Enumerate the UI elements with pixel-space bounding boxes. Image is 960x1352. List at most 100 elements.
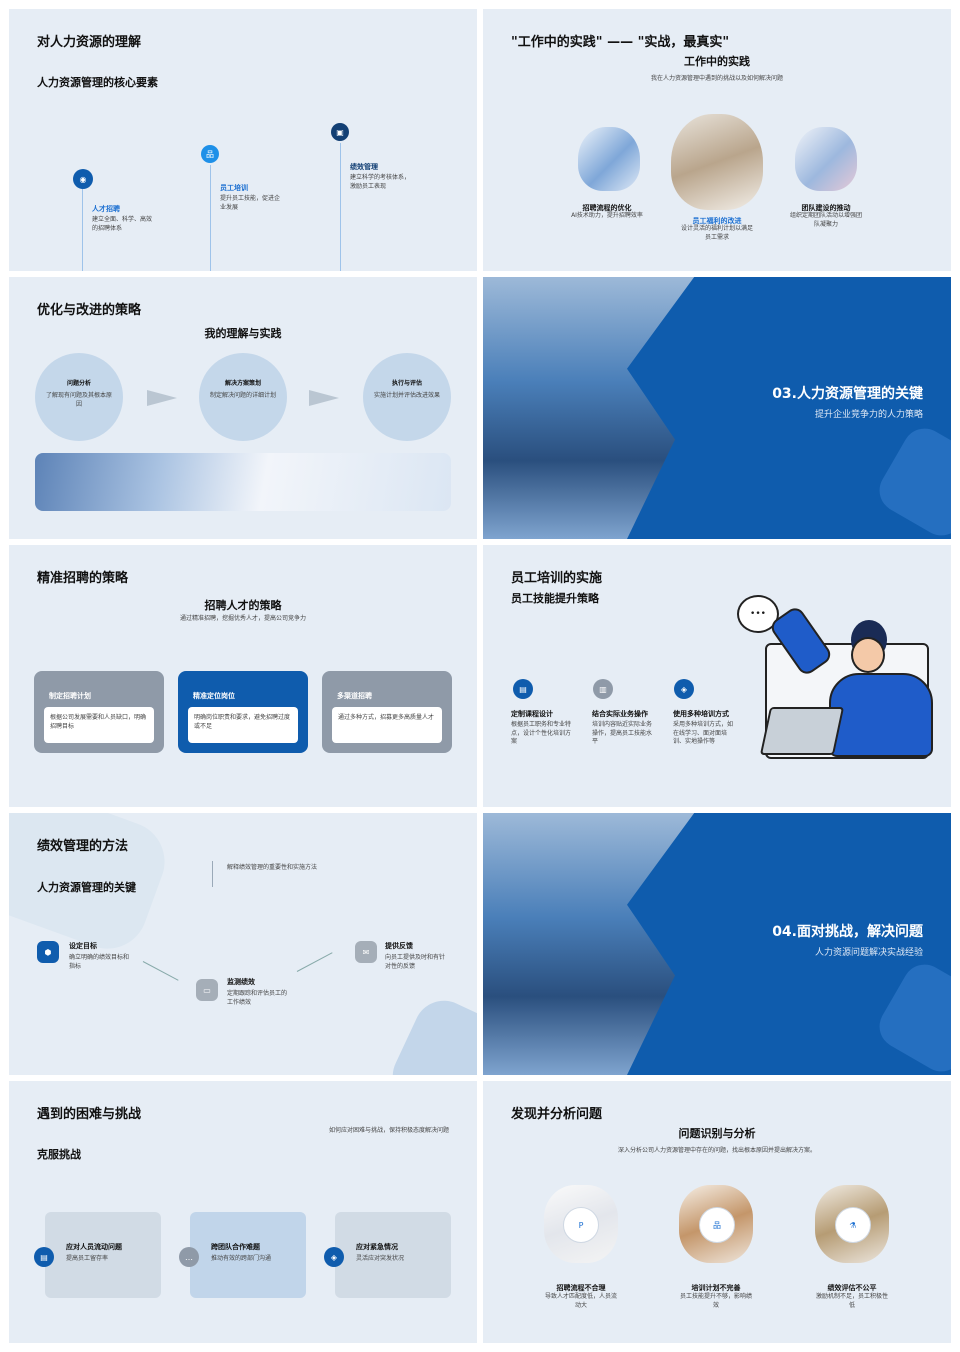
- slide-challenges[interactable]: 遇到的困难与挑战 如何应对困难与挑战，保持积极态度解决问题 克服挑战 ▤ 应对人…: [9, 1081, 477, 1343]
- person-face: [851, 637, 885, 673]
- step-desc: 制定解决问题的详细计划: [209, 392, 276, 399]
- slide-desc: 我在人力资源管理中遇到的挑战以及如何解决问题: [650, 75, 783, 82]
- card-desc: 根据公司发展需要和人员缺口，明确招聘目标: [50, 714, 147, 730]
- step-desc: 了解现有问题及其根本原因: [45, 392, 112, 408]
- slide-title: 发现并分析问题: [511, 1107, 603, 1122]
- slide-subtitle: 招聘人才的策略: [204, 599, 282, 612]
- layers-icon: ◈: [324, 1247, 344, 1267]
- step-label: 问题分析: [66, 380, 91, 387]
- divider: [212, 861, 213, 887]
- feedback-icon: ✉: [355, 941, 377, 963]
- item-desc: 采用多种培训方式，如在线学习、面对面培训、实地操作等: [673, 721, 734, 746]
- slide-recruit-strategy[interactable]: 精准招聘的策略 招聘人才的策略 通过精准招聘，挖掘优秀人才，提高公司竞争力 制定…: [9, 545, 477, 807]
- step-desc: 定期跟踪和评估员工的工作绩效: [227, 990, 288, 1006]
- slide-subtitle: 克服挑战: [37, 1148, 81, 1161]
- slide-subtitle: 员工技能提升策略: [511, 592, 599, 605]
- laptop-icon: [759, 707, 845, 755]
- image-icon: ▣: [331, 123, 349, 141]
- item-label: 使用多种培训方式: [673, 710, 729, 718]
- strategy-card[interactable]: 多渠道招聘 通过多种方式，招募更多高质量人才: [322, 671, 452, 753]
- slide-desc: 如何应对困难与挑战，保持积极态度解决问题: [328, 1127, 449, 1134]
- arrow-right-icon: [309, 390, 339, 406]
- card-desc: 明确岗位职责和要求，避免招聘过度或不足: [194, 714, 291, 730]
- slide-work-practice[interactable]: "工作中的实践" —— "实战，最真实" 工作中的实践 我在人力资源管理中遇到的…: [483, 9, 951, 271]
- layers-icon: ◈: [674, 679, 694, 699]
- card-title: 多渠道招聘: [337, 692, 372, 700]
- step-desc: 确立明确的绩效目标和指标: [69, 954, 130, 970]
- step-circle: [199, 353, 287, 441]
- challenge-card[interactable]: [335, 1212, 451, 1298]
- slide-desc: 通过精准招聘，挖掘优秀人才，提高公司竞争力: [179, 615, 306, 622]
- item-label: 培训计划不完善: [691, 1284, 741, 1292]
- chat-icon: …: [179, 1247, 199, 1267]
- step-circle: [363, 353, 451, 441]
- person-body: [829, 673, 933, 757]
- arrow-right-icon: [147, 390, 177, 406]
- item-desc: 培训内容贴近实际业务操作，提高员工技能水平: [592, 721, 653, 746]
- item-label: 招聘流程的优化: [582, 204, 632, 212]
- card-body: 根据公司发展需要和人员缺口，明确招聘目标: [44, 707, 154, 743]
- item-label: 员工培训: [220, 184, 248, 192]
- item-desc: 激励机制不足，员工积极性低: [815, 1293, 888, 1309]
- slide-optimization-strategy[interactable]: 优化与改进的策略 我的理解与实践 问题分析 了解现有问题及其根本原因 解决方案策…: [9, 277, 477, 539]
- slide-hr-understanding[interactable]: 对人力资源的理解 人力资源管理的核心要素 ◉ 人才招聘 建立全面、科学、高效的招…: [9, 9, 477, 271]
- decor-shape: [871, 956, 951, 1075]
- item-label: 招聘流程不合理: [556, 1284, 606, 1292]
- slide-desc: 解释绩效管理的重要性和实施方法: [227, 864, 318, 871]
- slide-title: 遇到的困难与挑战: [37, 1107, 142, 1122]
- step-label: 解决方案策划: [224, 380, 261, 387]
- step-circle: [35, 353, 123, 441]
- monitor-icon: ▭: [196, 979, 218, 1001]
- item-label: 绩效评估不公平: [827, 1284, 877, 1292]
- slide-subtitle: 我的理解与实践: [204, 327, 282, 340]
- item-label: 结合实际业务操作: [592, 710, 648, 718]
- writing-photo: [671, 114, 763, 210]
- strategy-card[interactable]: 精准定位岗位 明确岗位职责和要求，避免招聘过度或不足: [178, 671, 308, 753]
- item-desc: 员工技能提升不够，影响绩效: [679, 1293, 752, 1309]
- slide-subtitle: 人力资源管理的核心要素: [37, 76, 158, 89]
- item-label: 人才招聘: [92, 205, 120, 213]
- challenge-card[interactable]: [190, 1212, 306, 1298]
- target-icon: ⬢: [37, 941, 59, 963]
- strategy-card[interactable]: 制定招聘计划 根据公司发展需要和人员缺口，明确招聘目标: [34, 671, 164, 753]
- step-label: 执行与评估: [391, 380, 422, 387]
- item-label: 定制课程设计: [511, 710, 553, 718]
- slide-problem-analysis[interactable]: 发现并分析问题 问题识别与分析 深入分析公司人力资源管理中存在的问题，找出根本原…: [483, 1081, 951, 1343]
- slide-section-03[interactable]: 03.人力资源管理的关键 提升企业竞争力的人力策略: [483, 277, 951, 539]
- slide-subtitle: 人力资源管理的关键: [37, 881, 136, 894]
- challenge-card[interactable]: [45, 1212, 161, 1298]
- slide-subtitle: 工作中的实践: [684, 55, 750, 68]
- item-desc: 建立科学的考核体系，激励员工表现: [350, 174, 411, 190]
- arrow-connector: [142, 961, 179, 981]
- card-title: 制定招聘计划: [49, 692, 91, 700]
- building-photo: [483, 277, 695, 539]
- slide-training-implementation[interactable]: 员工培训的实施 员工技能提升策略 ▤ 定制课程设计 根据员工职务和专业特点，设计…: [483, 545, 951, 807]
- slide-title: 绩效管理的方法: [37, 839, 129, 854]
- business-photo: [35, 453, 451, 511]
- slide-section-04[interactable]: 04.面对挑战，解决问题 人力资源问题解决实战经验: [483, 813, 951, 1075]
- card-desc: 通过多种方式，招募更多高质量人才: [338, 714, 435, 721]
- decor-shape: [382, 990, 477, 1075]
- step-label: 监测绩效: [227, 978, 255, 986]
- decor-shape: [871, 420, 951, 539]
- org-chart-icon: 品: [699, 1207, 735, 1243]
- slide-performance-method[interactable]: 绩效管理的方法 人力资源管理的关键 解释绩效管理的重要性和实施方法 ⬢ 设定目标…: [9, 813, 477, 1075]
- section-subtitle: 人力资源问题解决实战经验: [814, 948, 923, 958]
- item-desc: 设计灵活的福利计划以满足员工需求: [680, 225, 753, 241]
- step-desc: 向员工提供及时和有针对性的反馈: [385, 954, 446, 970]
- document-icon: ▤: [34, 1247, 54, 1267]
- card-title: 精准定位岗位: [193, 692, 235, 700]
- section-title: 04.面对挑战，解决问题: [772, 924, 923, 940]
- item-label: 团队建设的推动: [801, 204, 851, 212]
- card-desc: 灵活应对突发状况: [356, 1255, 405, 1262]
- section-subtitle: 提升企业竞争力的人力策略: [814, 410, 923, 420]
- item-label: 员工福利的改进: [692, 217, 742, 225]
- slide-title: 员工培训的实施: [511, 571, 603, 586]
- item-desc: 提升员工技能，促进企业发展: [220, 195, 281, 211]
- timeline-line: [340, 143, 341, 271]
- briefcase-icon: ▤: [513, 679, 533, 699]
- building-photo: [483, 813, 695, 1075]
- item-desc: 组织定期团队活动以增强团队凝聚力: [789, 212, 862, 228]
- card-title: 应对人员流动问题: [66, 1243, 122, 1251]
- timeline-line: [210, 165, 211, 271]
